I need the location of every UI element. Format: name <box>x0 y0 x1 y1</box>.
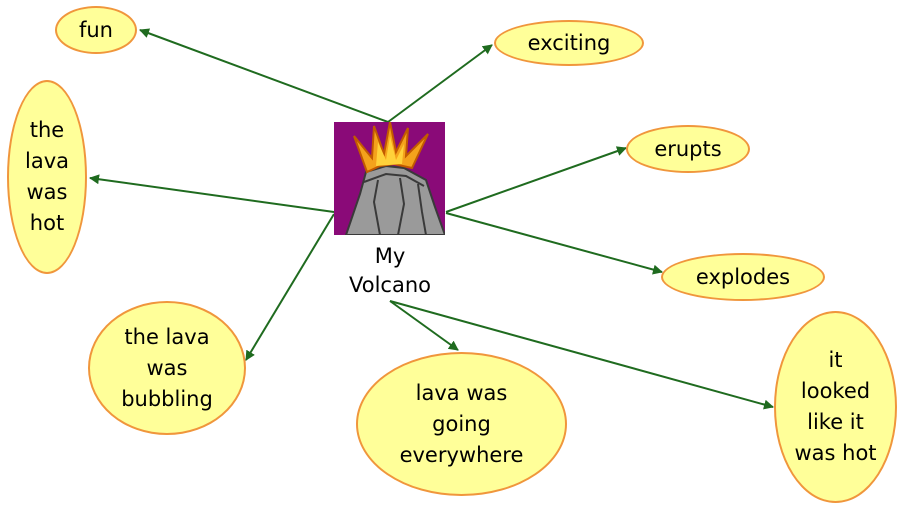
link-erupts <box>445 146 627 213</box>
node-the-lava-was-bubbling-label: the lava was bubbling <box>121 324 213 411</box>
center-topic-label: My Volcano <box>349 244 431 297</box>
node-the-lava-was-hot[interactable]: the lava was hot <box>7 80 87 274</box>
node-explodes-label: explodes <box>695 264 791 289</box>
node-erupts[interactable]: erupts <box>626 125 750 173</box>
node-explodes[interactable]: explodes <box>661 253 825 301</box>
link-it-looked-like-it-was-hot <box>389 300 774 410</box>
link-lava-was-going-everywhere <box>389 300 459 351</box>
link-the-lava-was-hot <box>89 174 335 213</box>
link-exciting <box>387 44 493 123</box>
volcano-erupting-icon[interactable] <box>334 122 445 235</box>
node-fun-label: fun <box>78 17 113 42</box>
link-fun <box>139 28 389 123</box>
link-the-lava-was-bubbling <box>245 213 335 361</box>
node-the-lava-was-bubbling[interactable]: the lava was bubbling <box>88 301 246 435</box>
node-lava-was-going-everywhere-label: lava was going everywhere <box>399 380 524 467</box>
node-erupts-label: erupts <box>654 136 722 161</box>
node-fun[interactable]: fun <box>55 6 137 54</box>
node-it-looked-like-it-was-hot[interactable]: it looked like it was hot <box>774 311 897 503</box>
node-the-lava-was-hot-label: the lava was hot <box>25 118 69 235</box>
node-it-looked-like-it-was-hot-label: it looked like it was hot <box>794 348 877 465</box>
link-explodes <box>445 212 663 275</box>
node-lava-was-going-everywhere[interactable]: lava was going everywhere <box>356 352 567 496</box>
node-exciting-label: exciting <box>527 30 611 55</box>
node-exciting[interactable]: exciting <box>494 20 644 66</box>
